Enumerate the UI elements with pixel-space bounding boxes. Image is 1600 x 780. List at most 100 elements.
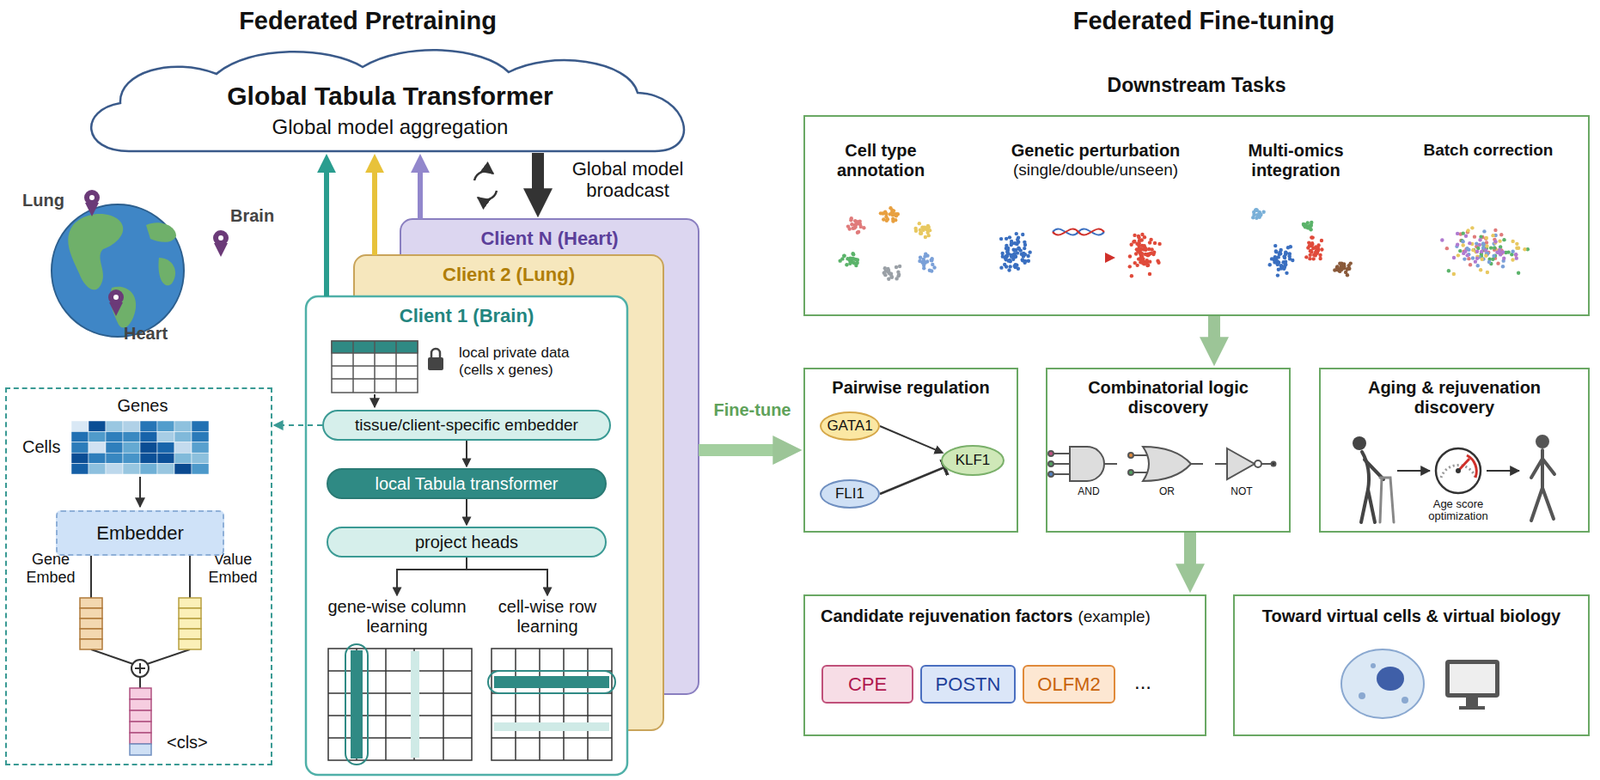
connector xyxy=(323,171,330,297)
expression-heatmap xyxy=(140,442,158,453)
expression-heatmap xyxy=(191,421,209,432)
scatter-plot xyxy=(1283,250,1288,255)
scatter-plot xyxy=(1510,257,1515,262)
scatter-plot xyxy=(918,228,923,233)
scatter-plot xyxy=(1303,222,1307,226)
node-text: Genes xyxy=(91,396,195,416)
scatter-plot xyxy=(845,256,849,261)
age-gauge xyxy=(1486,470,1520,472)
pairwise-box: Pairwise regulationGATA1FLI1KLF1 xyxy=(803,367,1019,533)
scatter-plot xyxy=(852,261,856,265)
scatter-plot xyxy=(893,218,898,222)
scatter-plot xyxy=(894,276,898,281)
node-text: local private data (cells x genes) xyxy=(458,344,597,380)
expression-heatmap xyxy=(174,421,192,432)
node-text: FLI1 xyxy=(835,485,865,503)
expression-heatmap xyxy=(157,442,175,453)
scatter-plot xyxy=(1268,262,1272,267)
column-grid xyxy=(350,650,363,759)
connector xyxy=(417,171,423,220)
scatter-plot xyxy=(1013,241,1018,245)
scatter-plot xyxy=(1460,243,1465,247)
logic-box: Combinatorial logic discoveryANDORNOT xyxy=(1045,367,1291,533)
node-text: Client 2 (Lung) xyxy=(442,263,575,286)
or-gate xyxy=(1128,446,1204,482)
edge-label: Global model broadcast xyxy=(556,158,699,202)
factor-tag: POSTN xyxy=(920,665,1016,704)
perturbation-arrow xyxy=(1105,252,1116,263)
scatter-plot xyxy=(1466,256,1471,261)
scatter-plot xyxy=(1514,242,1519,246)
scatter-plot xyxy=(1477,243,1482,247)
scatter-plot xyxy=(853,223,857,227)
node-text: ... xyxy=(1134,670,1152,695)
row-grid xyxy=(514,648,517,761)
monitor-icon xyxy=(1445,659,1500,698)
scatter-plot xyxy=(837,206,1530,281)
tasks-box: Downstream TasksCell type annotationGene… xyxy=(803,115,1590,317)
row-grid xyxy=(491,737,612,739)
scatter-plot xyxy=(1311,246,1315,251)
scatter-plot xyxy=(1261,210,1265,214)
globe xyxy=(51,204,184,337)
scatter-plot xyxy=(1502,256,1506,260)
node-text: Cells xyxy=(22,437,61,458)
scatter-plot xyxy=(1026,259,1031,263)
expression-heatmap xyxy=(71,421,209,475)
column-grid xyxy=(328,670,472,672)
expression-heatmap xyxy=(105,431,123,442)
data-table-icon xyxy=(331,365,418,367)
scatter-plot xyxy=(1484,236,1489,240)
scatter-plot xyxy=(1452,256,1456,260)
monitor-icon xyxy=(1445,659,1500,710)
scatter-plot xyxy=(883,266,887,270)
row-grid xyxy=(491,714,612,717)
scatter-plot xyxy=(1022,246,1026,251)
scatter-plot xyxy=(1013,249,1017,253)
cell-embed-vector xyxy=(129,744,152,756)
connector xyxy=(698,444,775,457)
node-text: Multi-omics integration xyxy=(1222,140,1369,181)
or-gate xyxy=(1128,452,1134,459)
expression-heatmap xyxy=(105,421,123,432)
column-grid xyxy=(328,692,472,695)
gene-embed-vector xyxy=(79,598,103,609)
embedder-detail-box: GenesCellsGene EmbedValue Embed<cls>Embe… xyxy=(5,387,273,766)
scatter-plot xyxy=(849,216,854,220)
expression-heatmap xyxy=(140,431,158,442)
scatter-plot xyxy=(1148,251,1152,256)
scatter-plot xyxy=(1140,251,1144,256)
scatter-plot xyxy=(850,251,855,256)
scatter-plot xyxy=(1487,260,1491,264)
scatter-plot xyxy=(1315,245,1320,250)
expression-heatmap xyxy=(71,452,89,464)
scatter-plot xyxy=(1335,268,1339,272)
scatter-plot xyxy=(1129,274,1134,278)
scatter-plot xyxy=(1501,264,1505,269)
embedder-pill: tissue/client-specific embedder xyxy=(322,409,611,441)
sync-icon xyxy=(474,170,494,181)
location-pin xyxy=(218,235,224,241)
scatter-plot xyxy=(1281,260,1285,264)
factor-tag: OLFM2 xyxy=(1022,665,1116,704)
scatter-plot xyxy=(1142,235,1147,239)
column-grid xyxy=(328,737,472,739)
scatter-plot xyxy=(1133,261,1137,265)
scatter-plot xyxy=(1016,267,1020,271)
walking-figure xyxy=(1531,458,1555,478)
scatter-plot xyxy=(1465,228,1470,233)
elderly-figure xyxy=(1361,489,1375,523)
scatter-plot xyxy=(922,254,927,258)
scatter-plot xyxy=(1015,238,1020,242)
scatter-plot xyxy=(1274,250,1278,254)
age-gauge xyxy=(1397,448,1520,494)
expression-heatmap xyxy=(71,442,89,453)
scatter-plot xyxy=(1304,255,1308,259)
scatter-plot xyxy=(1514,252,1518,257)
elderly-figure xyxy=(1361,451,1369,490)
scatter-plot xyxy=(1308,249,1313,253)
scatter-plot xyxy=(1012,252,1016,257)
scatter-plot xyxy=(1019,252,1024,257)
scatter-plot xyxy=(1493,239,1497,244)
node-text: Downstream Tasks xyxy=(805,73,1588,97)
